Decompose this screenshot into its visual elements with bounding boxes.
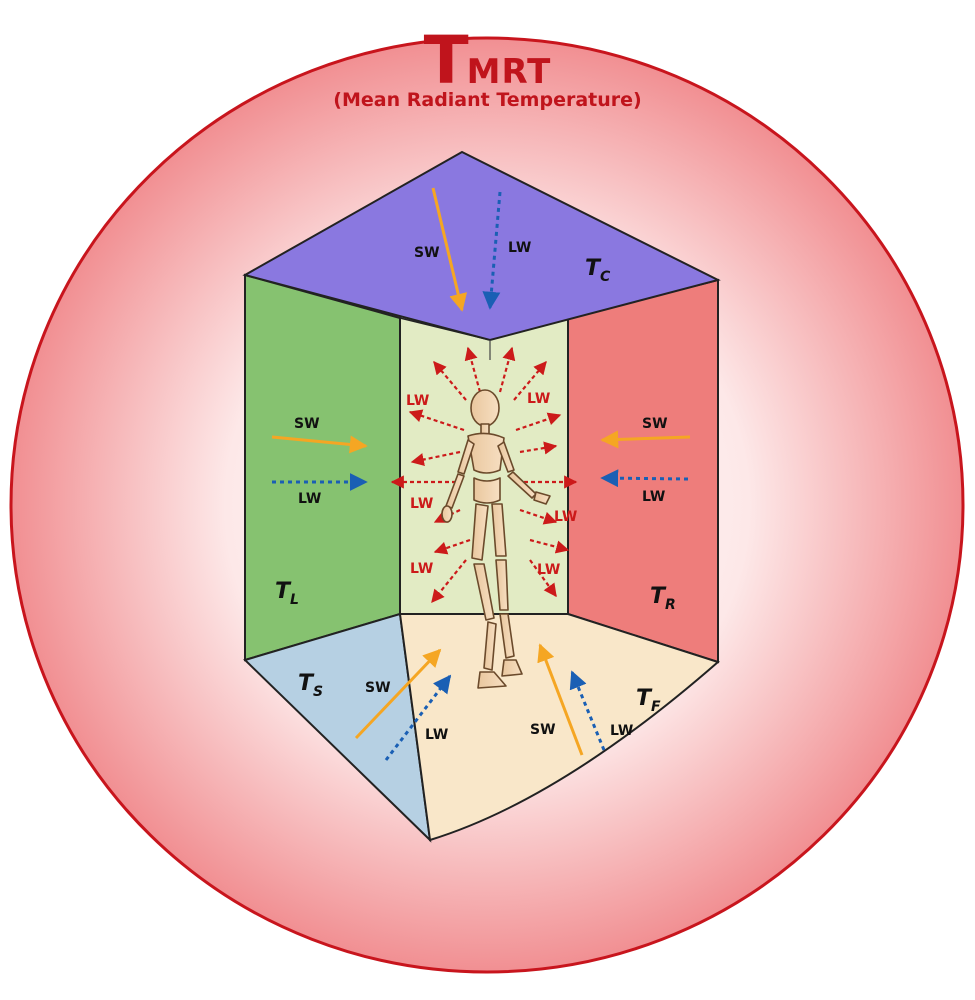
- emitted-lw-label-3: LW: [410, 496, 433, 512]
- figure-neck: [481, 424, 489, 434]
- figure-torso: [468, 433, 504, 473]
- emitted-lw-label-6: LW: [537, 562, 560, 578]
- right-wall: [568, 280, 718, 662]
- emitted-lw-label-4: LW: [554, 509, 577, 525]
- figure-left-hand: [442, 506, 452, 522]
- ceiling-sw-label: SW: [414, 245, 440, 261]
- left-lw-label: LW: [298, 491, 321, 507]
- left-sw-label: SW: [294, 416, 320, 432]
- floor-lw-label: LW: [610, 723, 633, 739]
- right-lw-label: LW: [642, 489, 665, 505]
- side-sw-label: SW: [365, 680, 391, 696]
- ceiling-lw-label: LW: [508, 240, 531, 256]
- figure-head: [471, 390, 499, 426]
- emitted-lw-label-1: LW: [406, 393, 429, 409]
- floor-sw-label: SW: [530, 722, 556, 738]
- figure-pelvis: [474, 478, 500, 503]
- emitted-lw-label-2: LW: [527, 391, 550, 407]
- side-lw-label: LW: [425, 727, 448, 743]
- left-wall: [245, 275, 400, 660]
- right-sw-label: SW: [642, 416, 668, 432]
- emitted-lw-label-5: LW: [410, 561, 433, 577]
